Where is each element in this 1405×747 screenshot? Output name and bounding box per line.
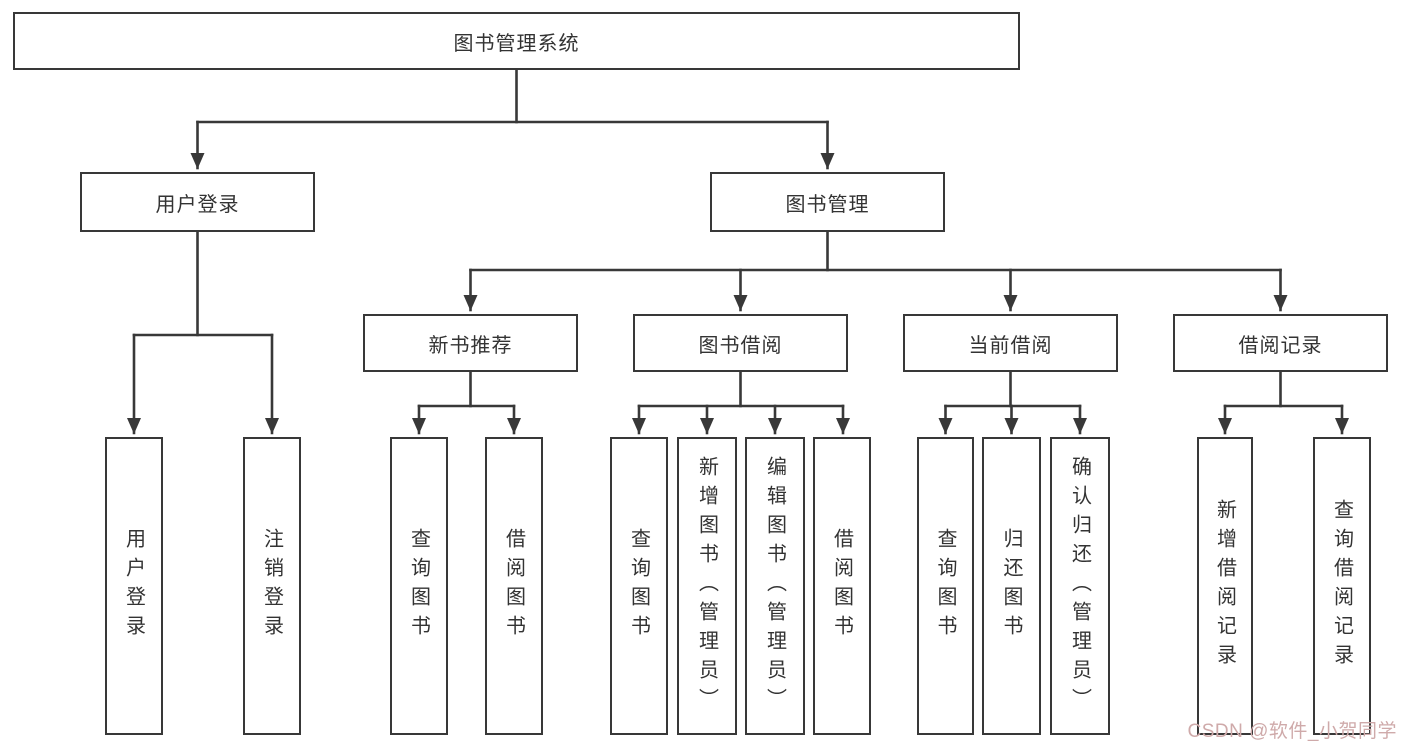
node-book-borrow: 图书借阅	[633, 314, 848, 372]
csdn-watermark: CSDN @软件_小贺同学	[1187, 721, 1397, 742]
node-new-book-recommend-label: 新书推荐	[428, 334, 513, 357]
leaf-newrec-borrow-book-label: 借阅图书	[502, 528, 525, 644]
leaf-record-query-record-label: 查询借阅记录	[1330, 499, 1353, 673]
node-new-book-recommend: 新书推荐	[363, 314, 578, 372]
leaf-borrow-query-book-label: 查询图书	[627, 528, 650, 644]
node-current-borrow: 当前借阅	[903, 314, 1118, 372]
leaf-current-confirm-return-label: 确认归还（管理员）	[1068, 455, 1091, 717]
leaf-borrow-edit-book-label: 编辑图书（管理员）	[763, 455, 786, 717]
leaf-current-query-book-label: 查询图书	[934, 528, 956, 644]
node-current-borrow-label: 当前借阅	[968, 334, 1053, 357]
node-book-management-label: 图书管理	[785, 193, 870, 216]
node-borrow-record-label: 借阅记录	[1238, 334, 1323, 357]
leaf-newrec-query-book-label: 查询图书	[407, 528, 430, 644]
node-user-login-label: 用户登录	[155, 193, 240, 216]
node-root-label: 图书管理系统	[453, 32, 580, 55]
leaf-borrow-query-book: 查询图书	[610, 437, 668, 735]
leaf-logout: 注销登录	[243, 437, 301, 735]
node-book-management: 图书管理	[710, 172, 945, 232]
leaf-record-query-record: 查询借阅记录	[1313, 437, 1371, 735]
leaf-user-login-label: 用户登录	[122, 528, 145, 644]
leaf-logout-label: 注销登录	[260, 528, 283, 644]
leaf-record-add-record-label: 新增借阅记录	[1213, 499, 1236, 673]
leaf-newrec-borrow-book: 借阅图书	[485, 437, 543, 735]
node-book-borrow-label: 图书借阅	[698, 334, 783, 357]
leaf-newrec-query-book: 查询图书	[390, 437, 448, 735]
leaf-borrow-borrow-book-label: 借阅图书	[830, 528, 853, 644]
leaf-borrow-borrow-book: 借阅图书	[813, 437, 871, 735]
leaf-record-add-record: 新增借阅记录	[1197, 437, 1253, 735]
leaf-user-login: 用户登录	[105, 437, 163, 735]
leaf-current-confirm-return: 确认归还（管理员）	[1050, 437, 1110, 735]
leaf-borrow-add-book: 新增图书（管理员）	[677, 437, 737, 735]
node-borrow-record: 借阅记录	[1173, 314, 1388, 372]
leaf-borrow-edit-book: 编辑图书（管理员）	[745, 437, 805, 735]
leaf-current-query-book: 查询图书	[917, 437, 974, 735]
leaf-current-return-book-label: 归还图书	[1000, 528, 1022, 644]
node-user-login: 用户登录	[80, 172, 315, 232]
leaf-borrow-add-book-label: 新增图书（管理员）	[695, 455, 718, 717]
node-root: 图书管理系统	[13, 12, 1020, 70]
leaf-current-return-book: 归还图书	[982, 437, 1041, 735]
